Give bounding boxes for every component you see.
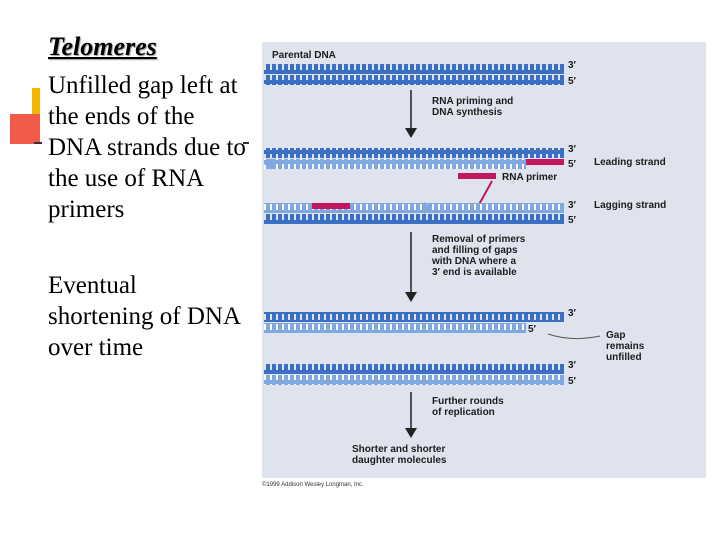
telomere-replication-figure: Parental DNA 3′ 5′ RNA priming and DNA s… — [262, 42, 706, 478]
five-prime-label: 5′ — [568, 159, 577, 170]
leading-new-strand — [264, 159, 526, 169]
step2-label-line1: Removal of primers — [432, 234, 526, 245]
gapped-template-strand — [264, 312, 564, 322]
slide-title: Telomeres — [48, 32, 157, 61]
decorative-dash — [34, 142, 42, 144]
three-prime-label: 3′ — [568, 60, 577, 71]
five-prime-label: 5′ — [568, 215, 577, 226]
leading-direction-arrow-icon — [264, 158, 272, 170]
bullet-shortening: Eventual shortening of DNA over time — [48, 272, 240, 361]
gap-label-line3: unfilled — [606, 352, 642, 363]
gap-pointer — [547, 333, 601, 340]
gap-label-line1: Gap — [606, 330, 625, 341]
rna-primer-example — [458, 173, 496, 179]
step3-label-line1: Further rounds — [432, 396, 504, 407]
daughter-top-strand — [264, 364, 564, 374]
step2-label-line3: with DNA where a — [431, 256, 517, 267]
five-prime-label: 5′ — [568, 76, 577, 87]
parental-top-strand — [264, 64, 564, 74]
step1-label-line1: RNA priming and — [432, 96, 513, 107]
lagging-new-strand — [264, 203, 564, 213]
three-prime-label: 3′ — [568, 308, 577, 319]
rna-primer-label: RNA primer — [502, 172, 557, 183]
lagging-rna-primer — [312, 203, 350, 209]
lagging-direction-arrow-icon — [424, 202, 432, 214]
five-prime-label: 5′ — [528, 324, 537, 335]
three-prime-label: 3′ — [568, 360, 577, 371]
final-label-line2: daughter molecules — [352, 455, 447, 466]
three-prime-label: 3′ — [568, 144, 577, 155]
parental-dna-label: Parental DNA — [272, 50, 336, 61]
bullet-unfilled-gap: Unfilled gap left at the ends of the DNA… — [48, 72, 246, 223]
gapped-new-strand — [264, 323, 526, 333]
arrow-head-icon — [405, 128, 417, 138]
lagging-strand-label: Lagging strand — [594, 200, 666, 211]
leading-rna-primer — [526, 159, 564, 165]
step1-label-line2: DNA synthesis — [432, 107, 503, 118]
five-prime-label: 5′ — [568, 376, 577, 387]
arrow-head-icon — [405, 292, 417, 302]
lagging-template-strand — [264, 214, 564, 224]
three-prime-label: 3′ — [568, 200, 577, 211]
parental-bottom-strand — [264, 75, 564, 85]
decorative-red-square — [10, 114, 40, 144]
copyright-credit: ©1999 Addison Wesley Longman, Inc. — [262, 482, 364, 488]
arrow-head-icon — [405, 428, 417, 438]
replication-diagram: Parental DNA 3′ 5′ RNA priming and DNA s… — [264, 50, 666, 466]
final-label-line1: Shorter and shorter — [352, 444, 445, 455]
step2-label-line4: 3′ end is available — [432, 267, 517, 278]
step3-label-line2: of replication — [432, 407, 495, 418]
decorative-yellow-bar — [32, 88, 40, 134]
leading-strand-label: Leading strand — [594, 157, 666, 168]
template-strand — [264, 148, 564, 158]
step2-label-line2: and filling of gaps — [432, 245, 518, 256]
decorative-dash — [243, 142, 249, 144]
daughter-bottom-strand — [264, 375, 564, 385]
gap-label-line2: remains — [606, 341, 645, 352]
